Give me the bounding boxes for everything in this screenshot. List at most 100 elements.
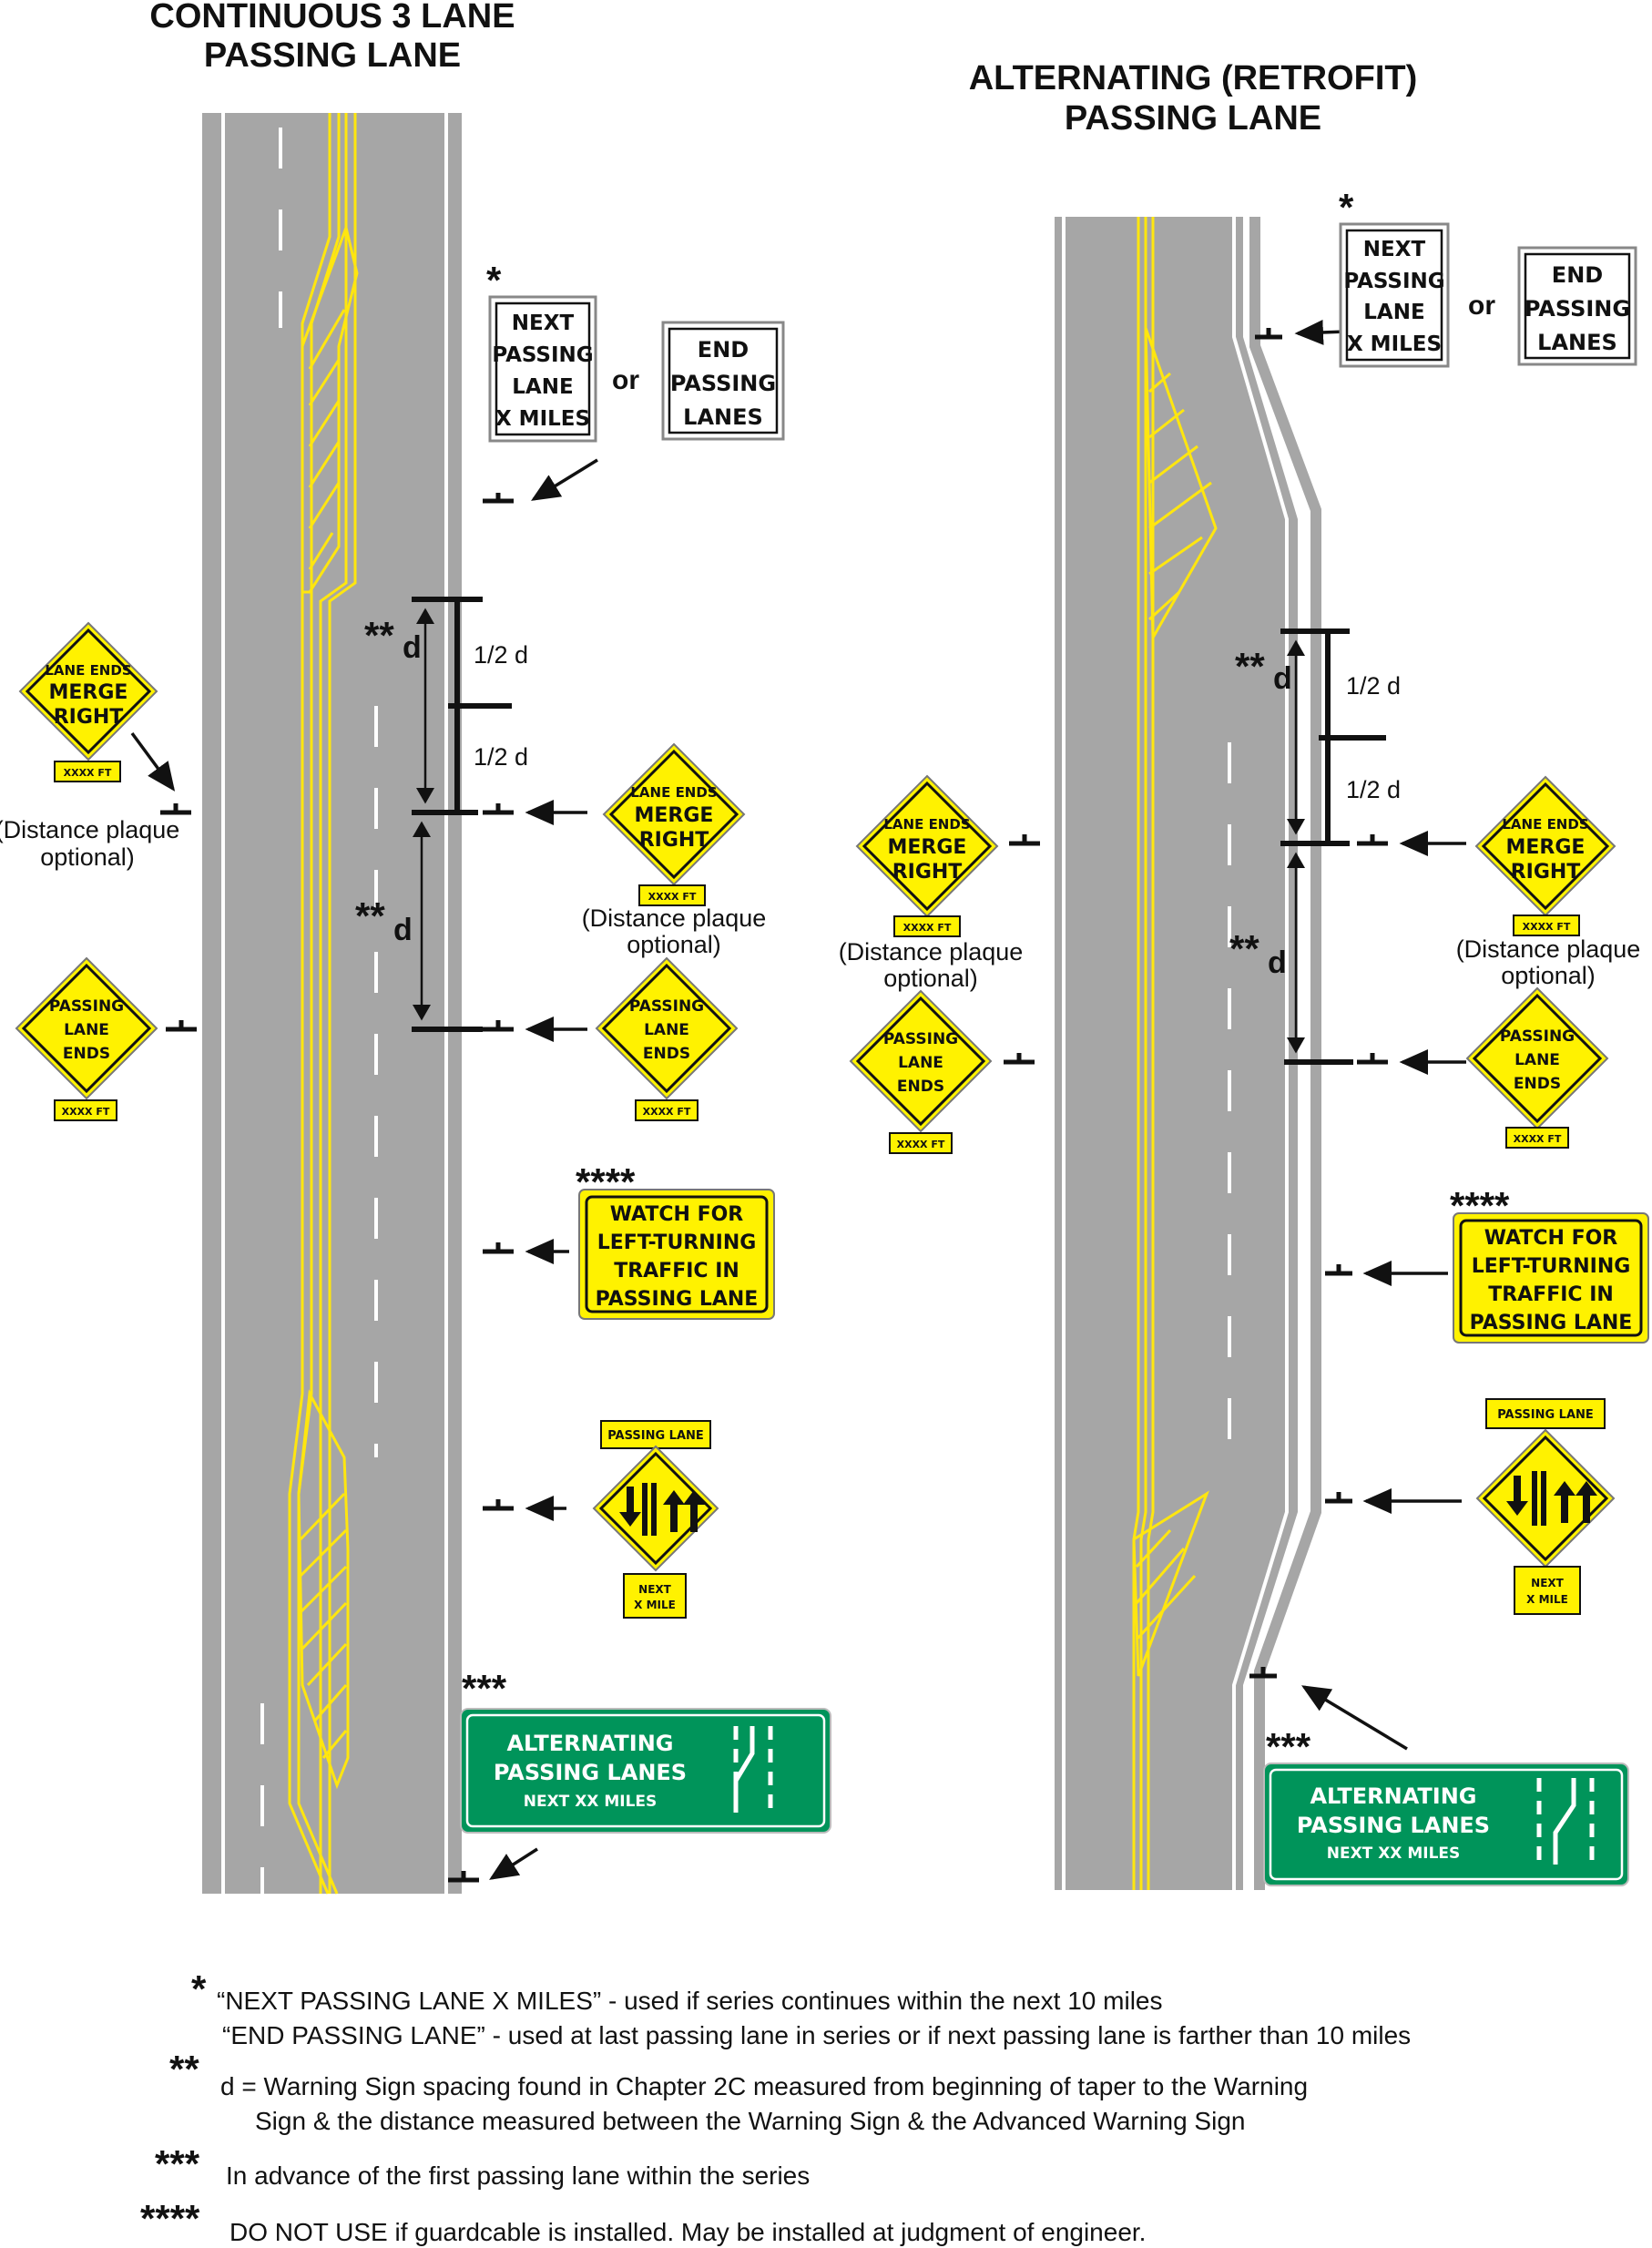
left-triple-star: *** — [462, 1667, 507, 1710]
svg-text:PASSING: PASSING — [670, 371, 776, 396]
svg-text:LANE: LANE — [644, 1021, 689, 1039]
svg-text:NEXT: NEXT — [1363, 238, 1426, 261]
svg-text:LANE: LANE — [64, 1021, 109, 1039]
svg-text:XXXX FT: XXXX FT — [897, 1139, 945, 1150]
svg-text:NEXT: NEXT — [638, 1583, 671, 1596]
plaque-note-right-1: (Distance plaque — [1456, 935, 1641, 963]
svg-text:PASSING: PASSING — [1343, 270, 1444, 293]
svg-text:RIGHT: RIGHT — [639, 829, 709, 852]
right-half-d-lower: 1/2 d — [1346, 776, 1401, 803]
left-or-label: or — [612, 365, 639, 395]
right-or-label: or — [1468, 291, 1495, 321]
svg-text:RIGHT: RIGHT — [892, 861, 963, 884]
svg-text:PASSING: PASSING — [883, 1030, 958, 1048]
passing-lane-ends-sign-left-inner: PASSING LANE ENDS XXXX FT — [595, 956, 739, 1121]
lane-ends-merge-right-sign-right-inner: LANE ENDS MERGE RIGHT XXXX FT — [1474, 775, 1616, 936]
footnote-1-line1: “NEXT PASSING LANE X MILES” - used if se… — [217, 1987, 1163, 2015]
svg-text:PASSING LANE: PASSING LANE — [596, 1288, 759, 1311]
svg-text:PASSING LANE: PASSING LANE — [1497, 1408, 1594, 1422]
svg-text:WATCH FOR: WATCH FOR — [1484, 1227, 1618, 1250]
passing-lane-arrows-sign-left: PASSING LANE NEXT X MILE — [592, 1420, 719, 1619]
svg-text:TRAFFIC IN: TRAFFIC IN — [1488, 1283, 1614, 1306]
svg-text:NEXT: NEXT — [512, 312, 575, 335]
right-half-d-upper: 1/2 d — [1346, 672, 1401, 700]
right-d2-stars: ** — [1229, 927, 1259, 970]
right-d1-letter: d — [1273, 661, 1292, 696]
right-triple-star: *** — [1266, 1725, 1311, 1768]
footnote-2-line2: Sign & the distance measured between the… — [255, 2107, 1245, 2135]
footnote-1-line2: “END PASSING LANE” - used at last passin… — [222, 2021, 1411, 2049]
plaque-note-left-1: (Distance plaque — [0, 816, 179, 843]
svg-text:NEXT: NEXT — [1531, 1577, 1564, 1589]
footnote-3-line1: In advance of the first passing lane wit… — [226, 2161, 810, 2190]
right-roadway — [1055, 217, 1321, 1890]
svg-text:ENDS: ENDS — [643, 1045, 690, 1063]
svg-text:PASSING: PASSING — [492, 343, 593, 367]
left-half-d-lower: 1/2 d — [474, 743, 528, 771]
svg-text:MERGE: MERGE — [888, 836, 967, 859]
plaque-note-leftcol-1: (Distance plaque — [582, 904, 767, 932]
plaque-note-leftcol-2: optional) — [627, 931, 721, 958]
right-title-line1: ALTERNATING (RETROFIT) — [969, 59, 1418, 97]
svg-text:XXXX FT: XXXX FT — [1514, 1133, 1562, 1145]
svg-text:PASSING: PASSING — [1500, 1027, 1575, 1046]
svg-text:NEXT XX MILES: NEXT XX MILES — [524, 1793, 658, 1811]
alternating-passing-lanes-guide-sign-right: ALTERNATING PASSING LANES NEXT XX MILES — [1263, 1763, 1629, 1886]
svg-text:RIGHT: RIGHT — [1511, 861, 1581, 884]
svg-text:MERGE: MERGE — [49, 681, 128, 704]
left-d1-letter: d — [403, 630, 422, 665]
right-title-line2: PASSING LANE — [1065, 99, 1321, 138]
svg-text:END: END — [698, 337, 749, 363]
footnote-1-mark: * — [191, 1967, 207, 2010]
plaque-note-left-2: optional) — [40, 843, 135, 871]
watch-for-left-turning-sign-left: WATCH FOR LEFT-TURNING TRAFFIC IN PASSIN… — [578, 1189, 775, 1320]
plaque-note-rightcol-left-1: (Distance plaque — [839, 938, 1024, 966]
svg-text:X MILE: X MILE — [1526, 1593, 1568, 1606]
right-next-passing-lane-sign: NEXT PASSING LANE X MILES — [1339, 222, 1450, 368]
svg-text:PASSING: PASSING — [49, 997, 124, 1016]
left-title-line1: CONTINUOUS 3 LANE — [149, 0, 515, 36]
left-title-line2: PASSING LANE — [204, 36, 461, 75]
svg-text:ALTERNATING: ALTERNATING — [506, 1731, 673, 1756]
svg-text:PASSING: PASSING — [629, 997, 704, 1016]
svg-text:END: END — [1552, 262, 1603, 288]
left-next-passing-lane-sign: NEXT PASSING LANE X MILES — [488, 295, 597, 443]
svg-text:LEFT-TURNING: LEFT-TURNING — [1472, 1255, 1631, 1278]
left-half-d-upper: 1/2 d — [474, 641, 528, 669]
svg-text:LANE ENDS: LANE ENDS — [1502, 816, 1588, 833]
svg-text:NEXT XX MILES: NEXT XX MILES — [1327, 1844, 1461, 1863]
footnote-4-mark: **** — [140, 2197, 200, 2240]
svg-text:MERGE: MERGE — [635, 804, 714, 827]
svg-text:XXXX FT: XXXX FT — [648, 891, 697, 903]
left-d1-stars: ** — [364, 614, 394, 657]
right-d1-stars: ** — [1235, 645, 1265, 688]
alternating-passing-lanes-guide-sign-left: ALTERNATING PASSING LANES NEXT XX MILES — [460, 1708, 831, 1834]
svg-text:X MILES: X MILES — [1347, 332, 1442, 356]
svg-text:PASSING LANE: PASSING LANE — [607, 1429, 704, 1443]
svg-text:XXXX FT: XXXX FT — [643, 1106, 691, 1118]
passing-lane-ends-sign-left-outer: PASSING LANE ENDS XXXX FT — [15, 956, 158, 1121]
right-dimension-marks — [1280, 628, 1386, 1065]
watch-for-left-turning-sign-right: WATCH FOR LEFT-TURNING TRAFFIC IN PASSIN… — [1453, 1212, 1649, 1344]
sign-post-markers — [160, 328, 1388, 1883]
plaque-note-right-2: optional) — [1501, 962, 1596, 989]
right-d2-letter: d — [1268, 945, 1287, 980]
footnote-2-mark: ** — [169, 2048, 199, 2090]
lane-ends-merge-right-sign-right-outer: LANE ENDS MERGE RIGHT XXXX FT — [855, 774, 999, 937]
pointer-arrows — [130, 319, 1466, 1880]
left-single-star: * — [486, 259, 502, 301]
svg-text:XXXX FT: XXXX FT — [62, 1106, 110, 1118]
right-single-star: * — [1339, 186, 1354, 229]
left-d2-letter: d — [393, 913, 413, 947]
svg-text:LANE: LANE — [1363, 301, 1424, 324]
svg-text:LANE ENDS: LANE ENDS — [883, 816, 970, 833]
passing-lane-ends-sign-right-outer: PASSING LANE ENDS XXXX FT — [849, 989, 993, 1154]
svg-text:LANE: LANE — [1514, 1051, 1560, 1069]
footnote-4-line1: DO NOT USE if guardcable is installed. M… — [229, 2218, 1146, 2246]
svg-text:LEFT-TURNING: LEFT-TURNING — [597, 1231, 757, 1254]
svg-text:MERGE: MERGE — [1506, 836, 1586, 859]
svg-text:X MILE: X MILE — [634, 1599, 676, 1611]
svg-text:PASSING LANES: PASSING LANES — [1297, 1813, 1490, 1838]
plaque-note-rightcol-left-2: optional) — [883, 965, 978, 992]
